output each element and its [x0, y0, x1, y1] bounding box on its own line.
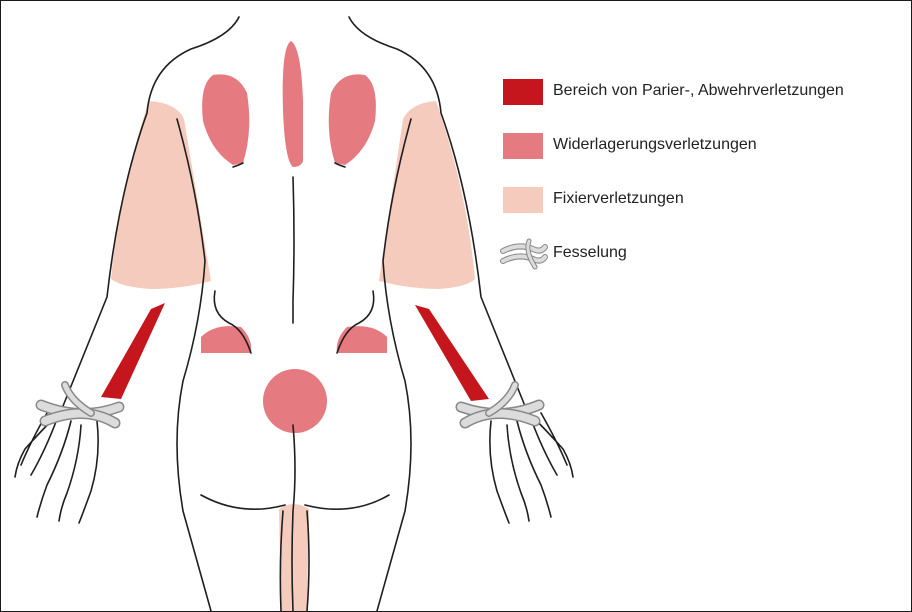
beige-swatch — [503, 187, 543, 213]
red-swatch — [503, 79, 543, 105]
counterpressure-zone-sacrum — [263, 369, 327, 433]
counterpressure-zone-spine — [283, 41, 303, 167]
counterpressure-zone-right-scapula — [329, 74, 376, 165]
legend-label-counterpressure: Widerlagerungsverletzungen — [553, 136, 757, 154]
spine-line — [293, 177, 294, 323]
parry-zone-left-forearm — [101, 303, 165, 399]
legend-label-parry: Bereich von Parier-, Abwehrverletzungen — [553, 82, 844, 100]
pink-swatch — [503, 133, 543, 159]
rope-icon — [499, 237, 549, 273]
fixation-zone-left-upper-arm — [111, 101, 211, 289]
counterpressure-zone-left-scapula — [202, 74, 249, 165]
counterpressure-zone-left-hip — [201, 326, 251, 353]
parry-zone-right-forearm — [415, 305, 489, 401]
fixation-zone-inner-thigh — [279, 504, 309, 611]
counterpressure-zone-right-hip — [337, 326, 387, 353]
legend-label-binding: Fesselung — [553, 244, 627, 262]
legend-label-fixation: Fixierverletzungen — [553, 190, 684, 208]
